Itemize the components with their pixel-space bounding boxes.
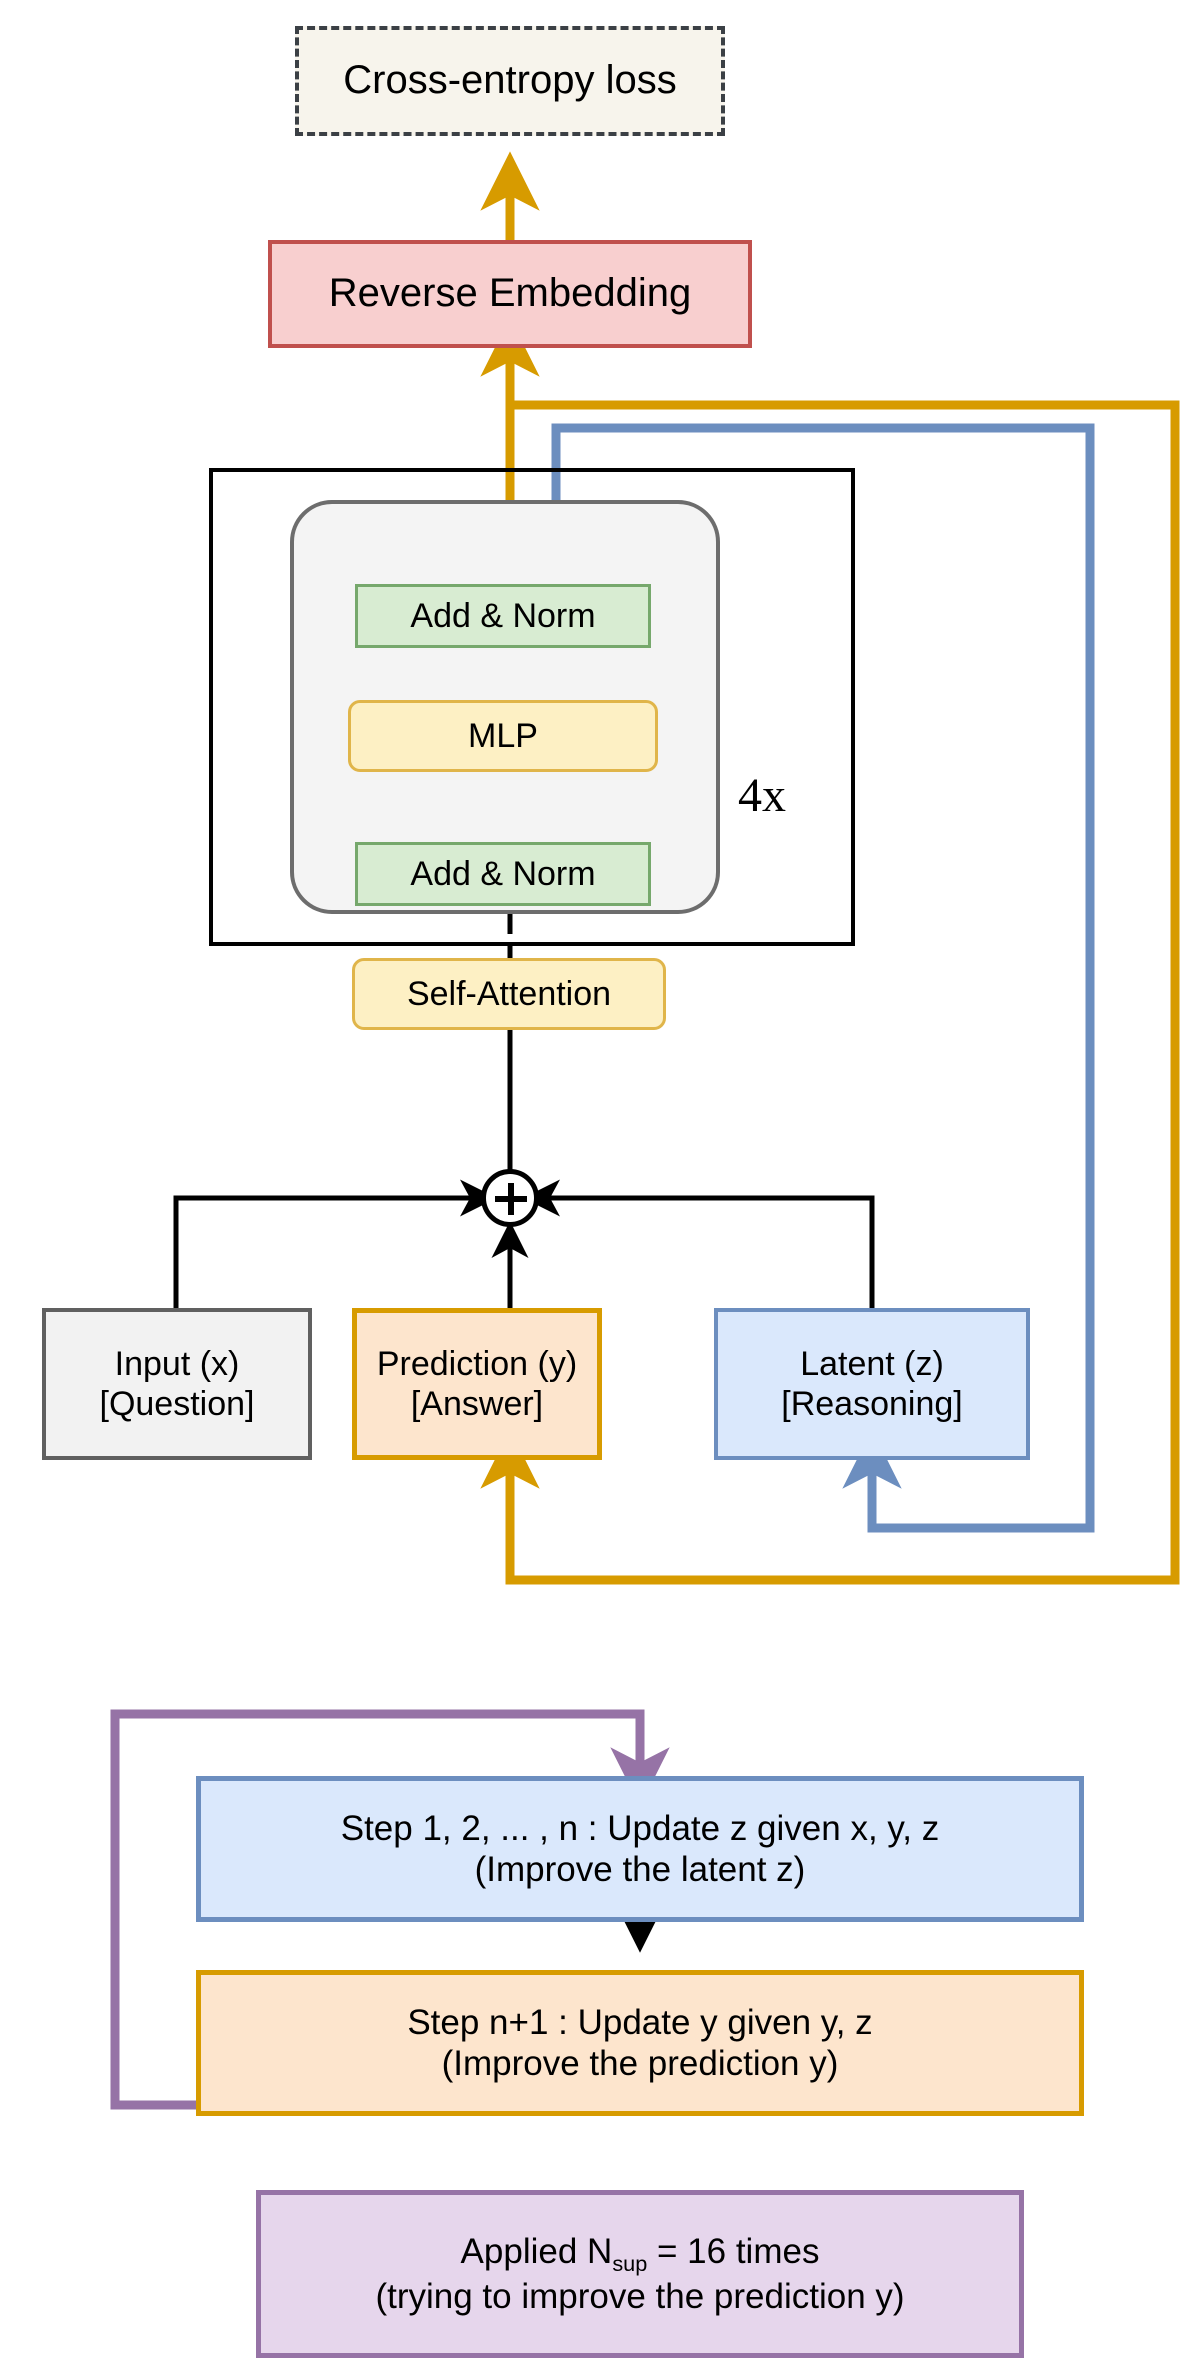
step-update-y-line2: (Improve the prediction y): [441, 2044, 839, 2083]
edge-latent-to-sum: [522, 1179, 875, 1308]
transformer-stack-container: [209, 468, 855, 946]
mlp-box[interactable]: MLP: [348, 700, 658, 772]
prediction-label-line1: Prediction (y): [376, 1344, 578, 1383]
input-box[interactable]: Input (x) [Question]: [42, 1308, 312, 1460]
reverse-embedding-box[interactable]: Reverse Embedding: [268, 240, 752, 348]
prediction-box[interactable]: Prediction (y) [Answer]: [352, 1308, 602, 1460]
step-update-y-box[interactable]: Step n+1 : Update y given y, z (Improve …: [196, 1970, 1084, 2116]
supervision-count-line1: Applied Nsup = 16 times: [461, 2231, 820, 2277]
supervision-count-subscript: sup: [612, 2250, 648, 2276]
edge-transformer-out-to-latent-feedback: [551, 423, 1095, 1533]
add-norm-bottom-label: Add & Norm: [410, 854, 596, 893]
latent-box[interactable]: Latent (z) [Reasoning]: [714, 1308, 1030, 1460]
add-norm-top-box[interactable]: Add & Norm: [355, 584, 651, 648]
step-update-z-box[interactable]: Step 1, 2, ... , n : Update z given x, y…: [196, 1776, 1084, 1922]
supervision-count-box[interactable]: Applied Nsup = 16 times (trying to impro…: [256, 2190, 1024, 2358]
latent-label-line2: [Reasoning]: [781, 1385, 963, 1423]
repeat-count-label: 4x: [738, 769, 786, 822]
add-norm-top-label: Add & Norm: [410, 596, 596, 635]
self-attention-label: Self-Attention: [406, 974, 612, 1013]
input-label-line1: Input (x): [114, 1344, 240, 1383]
cross-entropy-loss-box: Cross-entropy loss: [295, 26, 725, 136]
plus-vertical-stroke: [508, 1183, 514, 1215]
self-attention-box[interactable]: Self-Attention: [352, 958, 666, 1030]
prediction-label-line2: [Answer]: [410, 1385, 544, 1423]
step-update-z-line1: Step 1, 2, ... , n : Update z given x, y…: [340, 1808, 940, 1848]
edge-input-to-sum: [173, 1179, 498, 1308]
edge-transformer-out-to-prediction-feedback: [480, 400, 1180, 1585]
supervision-count-suffix: = 16 times: [647, 2231, 820, 2271]
supervision-count-prefix: Applied N: [460, 2231, 613, 2271]
step-update-z-line2: (Improve the latent z): [474, 1850, 806, 1889]
latent-label-line1: Latent (z): [800, 1344, 944, 1383]
cross-entropy-loss-label: Cross-entropy loss: [343, 58, 677, 103]
add-norm-bottom-box[interactable]: Add & Norm: [355, 842, 651, 906]
step-update-y-line1: Step n+1 : Update y given y, z: [407, 2002, 873, 2042]
mlp-label: MLP: [468, 716, 538, 755]
input-label-line2: [Question]: [99, 1385, 255, 1423]
sum-operator-circle: [481, 1169, 539, 1227]
reverse-embedding-label: Reverse Embedding: [328, 271, 692, 316]
supervision-count-line2: (trying to improve the prediction y): [375, 2277, 905, 2317]
